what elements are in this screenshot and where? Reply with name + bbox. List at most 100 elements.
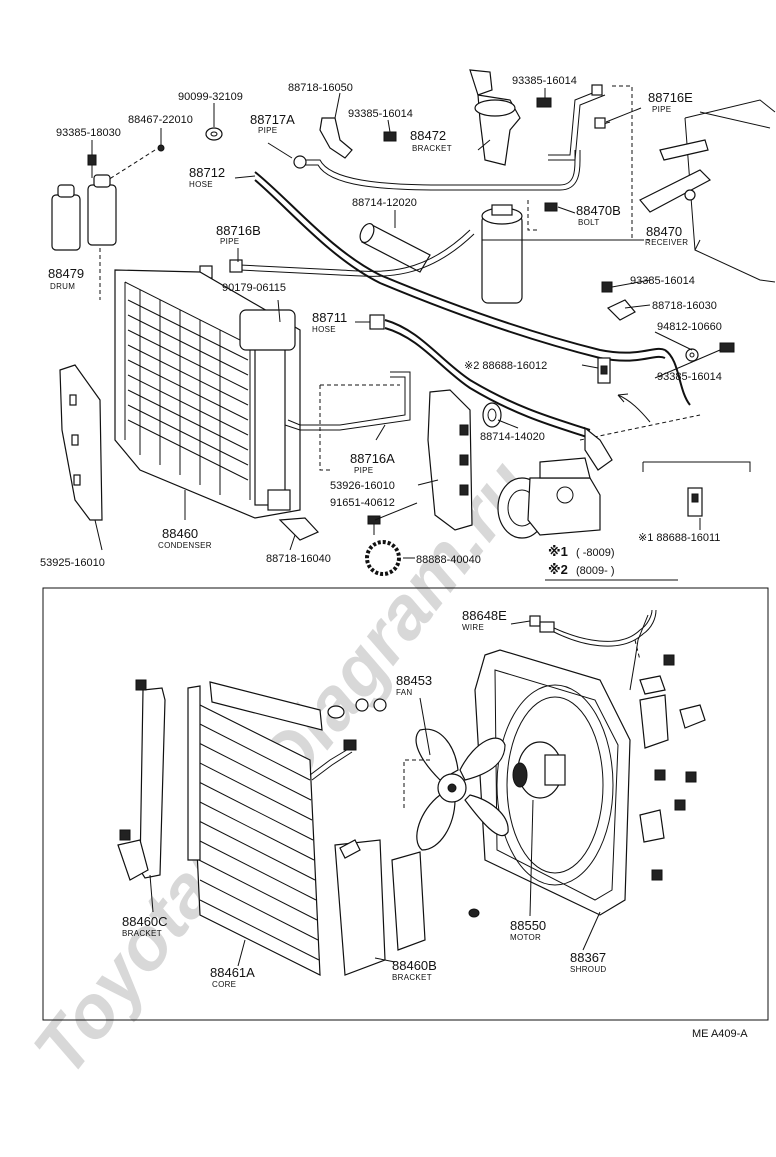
variant-box [642,461,751,517]
core-inlet-pipe [309,739,357,781]
label-88367: 88367 [570,950,606,965]
washer-88467-22010 [157,144,165,152]
label-88472-name: BRACKET [412,144,452,153]
variant-2-range: (8009- ) [576,565,615,577]
bracket-88460C [117,679,166,881]
label-88550: 88550 [510,918,546,933]
label-91651-40612: 91651-40612 [330,497,395,509]
receiver-mounted [639,139,711,213]
label-88470-name: RECEIVER [645,238,688,247]
label-88461A: 88461A [210,965,255,980]
bracket-88460B [334,839,426,976]
label-53926-16010: 53926-16010 [330,480,395,492]
label-90099-32109: 90099-32109 [178,91,243,103]
leader-lines-bottom [149,620,601,967]
label-88648E-name: WIRE [462,623,484,632]
compressor [497,457,601,539]
label-88688-16011: ※1 88688-16011 [638,532,720,544]
label-88712-name: HOSE [189,180,213,189]
insulator-88714-14020 [482,402,502,428]
label-88714-14020: 88714-14020 [480,431,545,443]
label-88470B: 88470B [576,203,621,218]
bolt-91651-40612 [367,515,381,535]
label-88716A: 88716A [350,451,395,466]
direction-arrow [617,393,651,423]
bracket-88472 [469,69,521,166]
variant-1-range: ( -8009) [576,547,615,559]
label-93385-16014-a: 93385-16014 [512,75,577,87]
label-88460C: 88460C [122,914,168,929]
label-88460B-name: BRACKET [392,973,432,982]
bracket-88718-16030 [606,299,636,321]
guide-line [527,200,540,231]
guide-line [99,149,156,186]
pipe-88716B [199,229,475,279]
pipe-88717A [293,150,581,191]
label-88472: 88472 [410,128,446,143]
label-93385-18030: 93385-18030 [56,127,121,139]
bracket-53926-16010 [427,389,473,531]
receiver-88470 [481,204,523,304]
guide-line [579,414,701,441]
guide-line [403,759,430,808]
label-88467-22010: 88467-22010 [128,114,193,126]
label-88550-name: MOTOR [510,933,541,942]
label-90179-06115: 90179-06115 [222,282,286,294]
label-88716B: 88716B [216,223,261,238]
o-ring-88888-40040 [365,540,401,576]
label-88648E: 88648E [462,608,507,623]
label-88479: 88479 [48,266,84,281]
label-88460-name: CONDENSER [158,541,212,550]
label-88453: 88453 [396,673,432,688]
label-88716E-name: PIPE [652,105,671,114]
pipe-88716A [284,371,411,431]
drum-88479 [51,174,117,251]
bracket-88718-16050 [319,117,353,159]
label-88718-16050: 88718-16050 [288,82,353,94]
label-93385-16014-d: 93385-16014 [657,371,722,383]
label-88461A-name: CORE [212,980,236,989]
label-93385-16014-c: 93385-16014 [630,275,695,287]
grommet-90099-32109 [205,127,223,141]
label-88712: 88712 [189,165,225,180]
guide-line [319,385,330,471]
hose-88711 [369,314,613,471]
label-88453-name: FAN [396,688,412,697]
fan-assembly-frame [42,587,769,1021]
label-88460: 88460 [162,526,198,541]
fan-88453 [415,728,509,851]
label-93385-16014-b: 93385-16014 [348,108,413,120]
condenser-88460 [114,269,301,519]
label-94812-10660: 94812-10660 [657,321,722,333]
label-88460B: 88460B [392,958,437,973]
bolt-93385-18030 [87,154,97,178]
label-88460C-name: BRACKET [122,929,162,938]
label-88716E: 88716E [648,90,693,105]
label-88888-40040: 88888-40040 [416,554,481,566]
leader-lines [91,88,721,559]
label-88717A-name: PIPE [258,126,277,135]
label-53925-16010: 53925-16010 [40,557,105,569]
fan-nuts [327,698,387,719]
bracket-88718-16040 [278,517,320,541]
label-88479-name: DRUM [50,282,75,291]
hose-88712 [254,171,691,406]
label-88470B-name: BOLT [578,218,600,227]
label-88711-name: HOSE [312,325,336,334]
vehicle-body-outline [684,99,776,283]
bracket-53925-16010 [59,364,103,521]
motor-88550 [512,741,566,799]
diagram-code: ME A409-A [692,1028,748,1040]
clamp-88688-16012 [597,357,611,384]
label-88714-12020: 88714-12020 [352,197,417,209]
label-88716A-name: PIPE [354,466,373,475]
variant-2-mark: ※2 [548,562,568,577]
variant-1-mark: ※1 [548,544,568,559]
label-88718-16040: 88718-16040 [266,553,331,565]
bolt-88470B [544,202,558,212]
label-88367-name: SHROUD [570,965,606,974]
guide-line [612,85,650,241]
label-88718-16030: 88718-16030 [652,300,717,312]
